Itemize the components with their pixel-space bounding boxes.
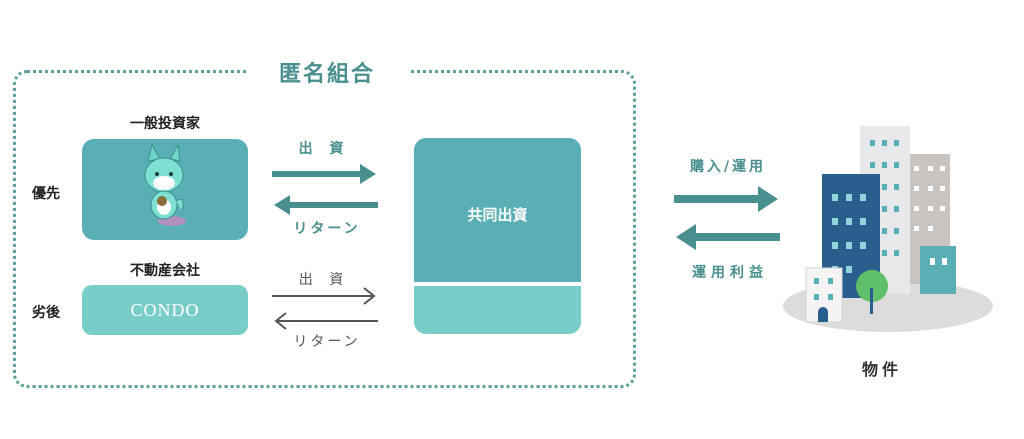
company-label: 不動産会社 [130, 263, 200, 279]
invest-label-lower: 出 資 [298, 272, 350, 288]
right-arrow-icon [272, 164, 376, 184]
fund-label: 共同出資 [467, 206, 528, 224]
company-box: CONDO [82, 285, 248, 335]
left-arrow-icon [274, 195, 378, 215]
subordinate-label: 劣後 [32, 305, 60, 321]
mascot-icon [144, 143, 186, 226]
right-thin-arrow-icon [272, 287, 376, 305]
property-left-arrow-icon [676, 224, 780, 250]
investor-label: 一般投資家 [130, 116, 200, 132]
return-label-lower: リターン [293, 334, 361, 350]
left-thin-arrow-icon [274, 312, 378, 330]
buy-operate-label: 購入/運用 [689, 159, 767, 175]
frame-title: 匿名組合 [278, 62, 375, 87]
investor-box [82, 139, 248, 240]
return-label-upper: リターン [293, 221, 361, 237]
senior-label: 優先 [32, 186, 60, 202]
fund-lower-section [414, 286, 581, 334]
buildings-icon [783, 126, 993, 332]
property-label: 物件 [862, 360, 903, 379]
joint-investment-box: 共同出資 [414, 138, 581, 334]
frame-title-background [246, 54, 408, 90]
profit-label: 運用利益 [692, 265, 768, 281]
fund-upper-section [414, 138, 581, 282]
invest-label-upper: 出 資 [298, 141, 350, 157]
condo-logo-text: CONDO [130, 299, 200, 320]
property-right-arrow-icon [674, 186, 778, 212]
